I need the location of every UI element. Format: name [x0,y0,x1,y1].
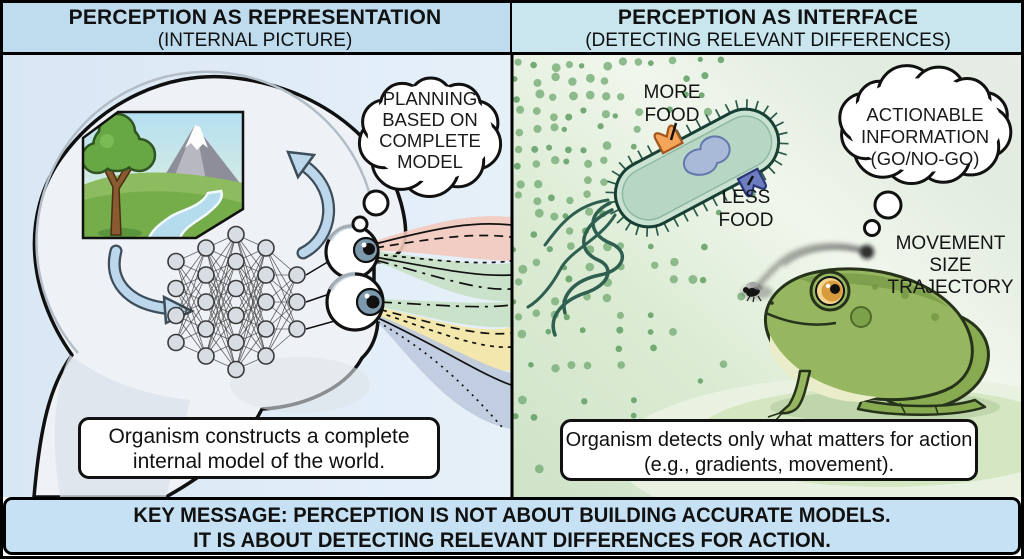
internal-world-picture [81,110,245,240]
bacterium-pili [605,99,789,237]
thought-bubble-right [838,64,1013,185]
fly-icon [741,281,773,303]
key-message-text: KEY MESSAGE: PERCEPTION IS NOT ABOUT BUI… [133,504,891,552]
left-panel-header: PERCEPTION AS REPRESENTATION (INTERNAL P… [0,0,512,55]
thought-trail-circle [863,219,881,237]
caption-left: Organism constructs a complete internal … [78,417,440,479]
key-message-bar: KEY MESSAGE: PERCEPTION IS NOT ABOUT BUI… [3,497,1021,555]
thought-bubble-left-text: PLANNING BASED ON COMPLETE MODEL [379,88,481,172]
neural-network [167,225,351,379]
picture-frame [81,110,245,240]
frog-eardrum [850,306,872,328]
more-food-label: MORE FOOD [643,82,701,126]
thought-trail-circle [362,189,390,217]
less-food-pointer [746,175,755,186]
frog-nostril [770,301,774,305]
flagellum [526,213,617,309]
river [147,189,223,238]
frog [763,267,1000,423]
fly-trajectory [754,242,874,290]
right-panel-title: PERCEPTION AS INTERFACE [617,6,919,29]
frog-mouth [765,311,837,326]
bacterium-nucleoid [682,135,731,176]
frog-belly [770,335,878,402]
stimulus-label: MOVEMENT SIZE TRAJECTORY [887,233,1014,298]
flagellum [543,198,610,247]
skull-inner-line [35,70,372,354]
flagellum [551,208,614,337]
more-food-pointer [669,122,678,141]
thought-trail-circle [351,215,369,233]
less-food-receptor [736,167,767,198]
thought-trail-circle [873,190,903,220]
right-panel-subtitle: (DETECTING RELEVANT DIFFERENCES) [585,30,951,51]
less-food-label: LESS FOOD [718,187,774,231]
frog-front-leg [778,369,812,415]
left-panel-title: PERCEPTION AS REPRESENTATION [68,6,442,29]
figure-artwork [0,55,1024,497]
tree-canopy [83,112,157,175]
bacterium [526,99,789,337]
tree-trunk [101,164,134,236]
right-panel-header: PERCEPTION AS INTERFACE (DETECTING RELEV… [512,0,1024,55]
left-panel-subtitle: (INTERNAL PICTURE) [157,30,353,51]
thought-bubble-left [357,76,503,198]
caption-right: Organism detects only what matters for a… [560,419,978,481]
thought-bubble-right-text: ACTIONABLE INFORMATION (GO/NO-GO) [860,104,990,169]
snow-cap [185,125,208,150]
panel-divider [510,55,514,497]
arrow-to-picture [286,150,317,180]
frog-rear-foot [856,398,987,416]
light-rays [374,216,512,429]
eyes [324,223,385,332]
